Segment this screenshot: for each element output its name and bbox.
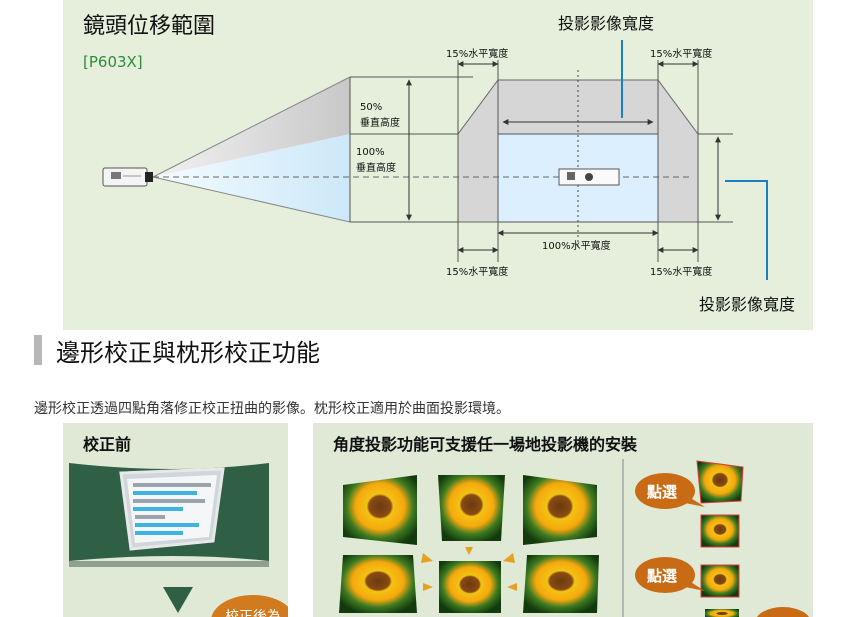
label-15-top-right: 15%水平寬度	[650, 49, 713, 60]
section-heading: 邊形校正與枕形校正功能	[34, 335, 320, 367]
panel-angle-title: 角度投影功能可支援任一場地投影機的安裝	[333, 435, 638, 454]
projector-icon	[102, 167, 153, 187]
label-projected-width-top: 投影影像寬度	[558, 14, 655, 33]
image-corrected	[439, 561, 501, 613]
section-title: 邊形校正與枕形校正功能	[56, 338, 320, 367]
lens-shift-diagram	[102, 40, 768, 280]
image-distorted-1	[343, 475, 417, 545]
image-distorted-3	[523, 475, 597, 545]
label-100-horizontal: 100%水平寬度	[542, 241, 611, 252]
projector-center-icon	[558, 168, 620, 186]
image-distorted-4	[339, 555, 417, 613]
label-15-top-left: 15%水平寬度	[446, 49, 509, 60]
shift-title: 鏡頭位移範圍	[83, 14, 216, 39]
model-label: [P603X]	[83, 53, 143, 71]
down-arrow-icon	[163, 587, 193, 613]
panel-before-title: 校正前	[83, 435, 132, 454]
click-badge-1-shape	[635, 473, 695, 509]
image-distorted-2	[438, 475, 505, 541]
label-projected-width-bottom: 投影影像寬度	[699, 295, 796, 314]
panel-angle-projection: 角度投影功能可支援任一場地投影機的安裝	[313, 423, 813, 617]
section-intro: 邊形校正透過四點角落修正校正扭曲的影像。枕形校正適用於曲面投影環境。	[34, 401, 510, 417]
panel-before-correction: 校正前 校正後為	[63, 423, 288, 617]
image-distorted-5	[523, 555, 599, 613]
lens-shift-panel: 鏡頭位移範圍 [P603X] 投影影像寬度 15%水平寬度 15%水平寬度 15…	[63, 0, 813, 330]
click-badge-2: 點選	[647, 567, 678, 585]
correction-arrows	[421, 547, 517, 591]
label-50-vertical: 50%垂直高度	[360, 102, 400, 129]
keystone-angle-illustration	[339, 459, 809, 617]
keystone-before-illustration	[69, 463, 288, 617]
section-heading-bar	[34, 335, 42, 365]
label-15-bottom-left: 15%水平寬度	[446, 267, 509, 278]
after-bubble-label: 校正後為	[225, 609, 281, 617]
click-badge-2-shape	[635, 557, 695, 593]
callout-bottom	[725, 180, 768, 280]
beam-lower	[153, 134, 350, 222]
label-15-bottom-right: 15%水平寬度	[650, 267, 713, 278]
click-badge-1: 點選	[647, 483, 678, 501]
label-100-vertical: 100%垂直高度	[356, 147, 396, 174]
